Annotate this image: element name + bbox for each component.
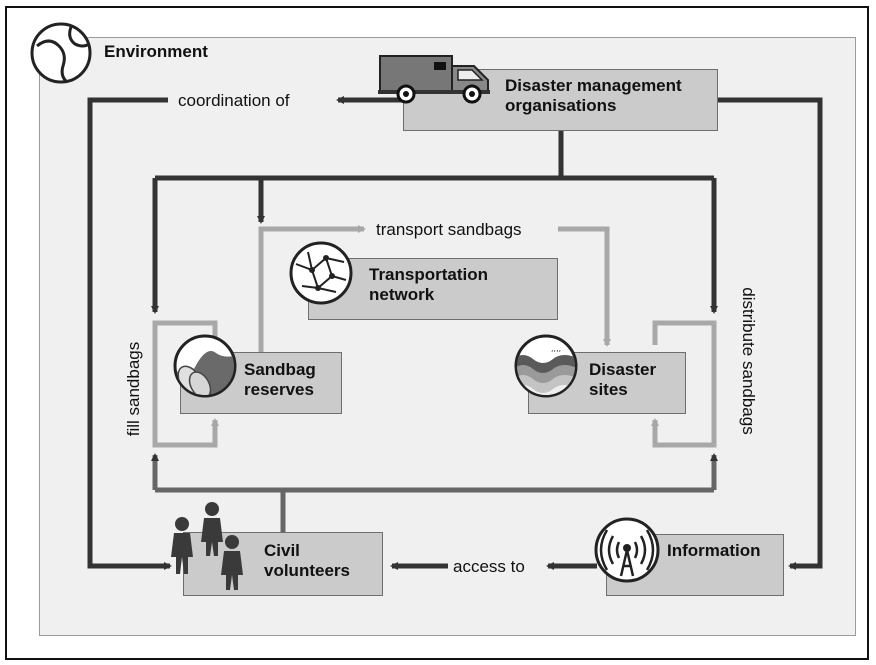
transportation-network-box: Transportation network xyxy=(308,258,558,320)
civil-volunteers-line1: Civil xyxy=(264,541,300,560)
sandbag-reserves-line1: Sandbag xyxy=(244,360,316,379)
transportation-network-line2: network xyxy=(369,285,435,304)
transportation-network-line1: Transportation xyxy=(369,265,489,284)
environment-icon xyxy=(30,22,92,84)
sandbag-reserves-line2: reserves xyxy=(244,380,314,399)
transport-sandbags-label: transport sandbags xyxy=(376,220,522,239)
disaster-sites-line2: sites xyxy=(589,380,628,399)
disaster-sites-line1: Disaster xyxy=(589,360,657,379)
fill-sandbags-loop xyxy=(152,320,219,448)
sandbag-icon xyxy=(173,334,237,398)
people-icon xyxy=(171,502,243,590)
disaster-management-line1: Disaster management xyxy=(505,76,682,95)
flood-wave-icon: ,,,, xyxy=(514,334,578,398)
svg-text:,,,,: ,,,, xyxy=(551,344,561,353)
coordination-edge xyxy=(87,96,403,570)
dmo-distribution-edges xyxy=(151,130,718,314)
distribute-sandbags-loop xyxy=(651,320,717,448)
ambulance-icon xyxy=(378,55,490,104)
access-to-label: access to xyxy=(453,557,525,576)
broadcast-icon xyxy=(594,517,660,583)
disaster-management-line2: organisations xyxy=(505,96,617,115)
distribute-sandbags-label: distribute sandbags xyxy=(739,287,758,435)
information-label: Information xyxy=(667,541,761,560)
transport-sandbags-edge xyxy=(258,225,611,352)
coordination-label: coordination of xyxy=(178,91,290,110)
civil-volunteers-line2: volunteers xyxy=(264,561,350,580)
fill-sandbags-label: fill sandbags xyxy=(124,341,143,437)
road-network-icon xyxy=(289,241,353,305)
dmo-to-information-edge xyxy=(718,97,823,570)
volunteers-feedback-edges xyxy=(151,453,718,532)
environment-label: Environment xyxy=(104,42,208,61)
